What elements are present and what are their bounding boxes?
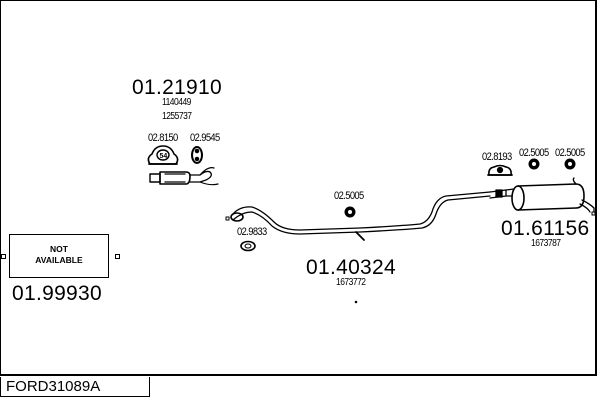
not-available-box: NOT AVAILABLE [9, 234, 109, 278]
rubber-mount-rear-1-icon[interactable] [528, 158, 540, 170]
part-number-clamp-rear[interactable]: 02.8193 [482, 151, 512, 163]
svg-text:54: 54 [160, 153, 168, 160]
oem-number-front-pipe-1: 1140449 [162, 97, 191, 108]
part-number-front-pipe[interactable]: 01.21910 [132, 76, 222, 99]
not-available-line-1: NOT [50, 244, 68, 254]
part-number-rubber-mount-front[interactable]: 02.9545 [190, 132, 220, 144]
connector-left-icon [1, 254, 6, 259]
oem-number-front-pipe-2: 1255737 [162, 111, 192, 122]
part-number-rubber-mount-rear-1[interactable]: 02.5005 [519, 147, 549, 159]
connector-right-icon [115, 254, 120, 259]
part-number-rear-silencer[interactable]: 01.61156 [501, 217, 590, 240]
part-number-middle-pipe[interactable]: 01.40324 [306, 256, 396, 279]
clamp-rear-icon[interactable] [487, 164, 513, 176]
rubber-mount-front-icon[interactable] [191, 146, 203, 164]
middle-pipe-icon[interactable] [225, 191, 491, 241]
reference-code: FORD31089A [0, 377, 150, 397]
part-number-rubber-mount-middle[interactable]: 02.5005 [334, 190, 364, 202]
rubber-mount-middle-icon[interactable] [344, 206, 356, 218]
oem-number-rear-silencer: 1673787 [531, 238, 561, 249]
rubber-mount-rear-2-icon[interactable] [564, 158, 576, 170]
front-pipe-icon[interactable] [149, 167, 219, 186]
gasket-front-icon[interactable]: 54 [147, 145, 179, 165]
not-available-line-2: AVAILABLE [35, 255, 83, 265]
part-number-not-available[interactable]: 01.99930 [12, 282, 102, 305]
dot-marker-icon [354, 300, 358, 304]
part-number-gasket-front[interactable]: 02.8150 [148, 132, 178, 144]
gasket-middle-icon[interactable] [240, 240, 256, 252]
oem-number-middle-pipe: 1673772 [336, 277, 366, 288]
part-number-gasket-middle[interactable]: 02.9833 [237, 226, 267, 238]
diagram-frame [0, 0, 597, 376]
rear-silencer-icon[interactable] [489, 177, 596, 216]
part-number-rubber-mount-rear-2[interactable]: 02.5005 [555, 147, 585, 159]
